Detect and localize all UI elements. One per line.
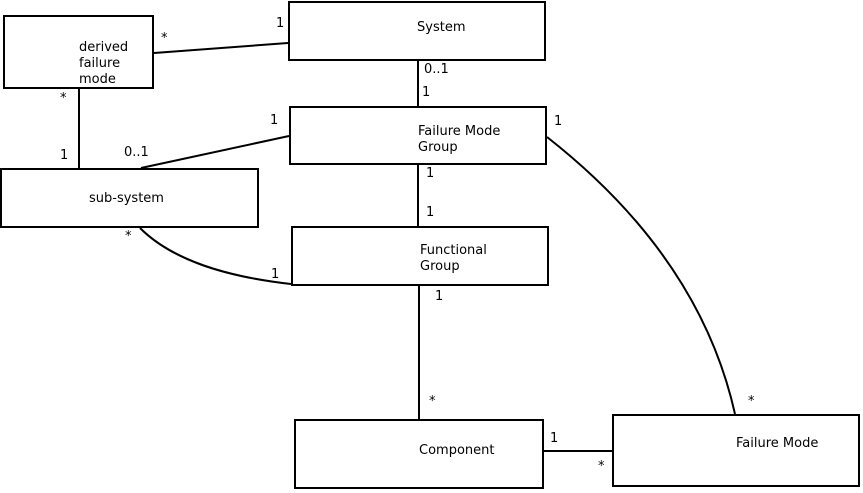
multiplicity-label-failure-mode-group--functional-group-0: 1 [426, 166, 435, 181]
association-line-sub-system--failure-mode-group [140, 135, 290, 169]
multiplicity-label-system--failure-mode-group-1: 1 [422, 85, 431, 100]
multiplicity-label-sub-system--functional-group-0: * [125, 229, 132, 244]
entity-label-system-line: System [417, 20, 466, 35]
entity-label-derived-failure-mode-line: mode [79, 72, 116, 87]
multiplicity-label-sub-system--failure-mode-group-0: 0..1 [124, 145, 149, 160]
association-line-sub-system--functional-group [139, 227, 292, 285]
entity-box-component: Component [294, 419, 544, 489]
entity-box-sub-system: sub-system [0, 168, 259, 228]
entity-label-derived-failure-mode-line: failure [79, 56, 121, 71]
association-line-derived-failure-mode--system [153, 42, 289, 54]
entity-label-derived-failure-mode-line: derived [79, 40, 129, 55]
multiplicity-label-system--failure-mode-group-0: 0..1 [424, 62, 449, 77]
multiplicity-label-failure-mode-group--failure-mode-0: 1 [554, 114, 563, 129]
multiplicity-label-component--failure-mode-0: 1 [550, 431, 559, 446]
multiplicity-label-failure-mode-group--functional-group-1: 1 [426, 205, 435, 220]
association-line-failure-mode-group--failure-mode [546, 136, 736, 415]
entity-box-failure-mode: Failure Mode [612, 414, 860, 487]
entity-label-sub-system-line: sub-system [89, 191, 164, 206]
multiplicity-label-derived-failure-mode--sub-system-0: * [60, 91, 67, 106]
entity-box-system: System [288, 1, 546, 61]
entity-label-failure-mode-line: Failure Mode [736, 436, 819, 451]
multiplicity-label-functional-group--component-1: * [429, 394, 436, 409]
entity-label-failure-mode-group-line: Failure Mode [418, 124, 501, 139]
multiplicity-label-failure-mode-group--failure-mode-1: * [748, 394, 755, 409]
multiplicity-label-derived-failure-mode--system-1: 1 [276, 16, 285, 31]
multiplicity-label-derived-failure-mode--system-0: * [161, 31, 168, 46]
entity-label-failure-mode-group-line: Group [418, 140, 458, 155]
multiplicity-label-component--failure-mode-1: * [598, 459, 605, 474]
multiplicity-label-functional-group--component-0: 1 [435, 289, 444, 304]
multiplicity-label-derived-failure-mode--sub-system-1: 1 [60, 148, 69, 163]
multiplicity-label-sub-system--failure-mode-group-1: 1 [270, 113, 279, 128]
entity-label-functional-group-line: Group [420, 259, 460, 274]
entity-label-component-line: Component [419, 443, 495, 458]
entity-label-functional-group-line: Functional [420, 243, 487, 258]
multiplicity-label-sub-system--functional-group-1: 1 [271, 267, 280, 282]
